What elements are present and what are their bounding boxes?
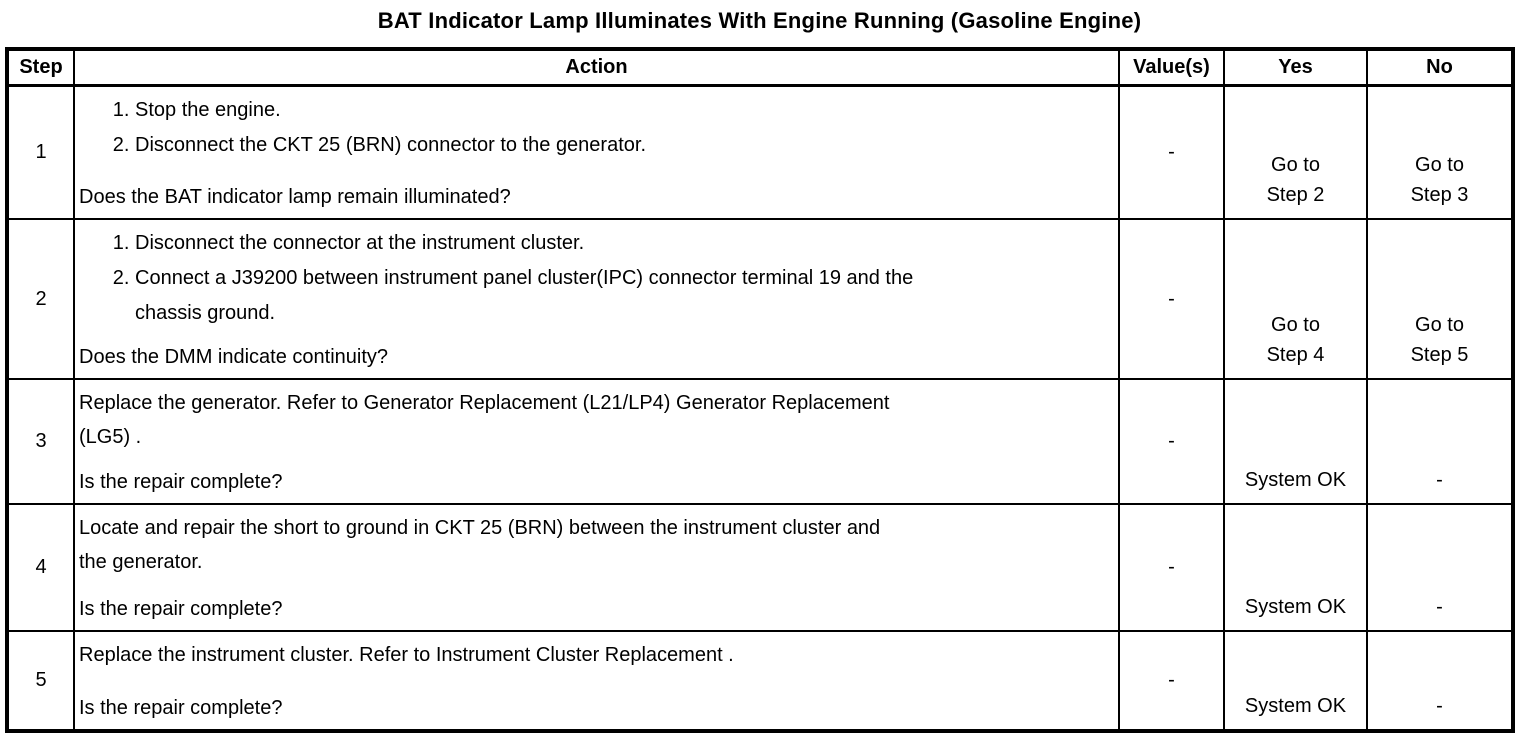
- diagnostic-table: Step Action Value(s) Yes No 1 Stop the e…: [5, 47, 1515, 733]
- step-number: 3: [6, 378, 75, 505]
- table-row-step-2: 2 Disconnect the connector at the instru…: [6, 218, 1514, 380]
- header-row: Step Action Value(s) Yes No: [6, 48, 1514, 87]
- no-cell: -: [1366, 503, 1514, 632]
- action-question: Does the BAT indicator lamp remain illum…: [79, 186, 511, 208]
- col-header-yes: Yes: [1223, 48, 1368, 87]
- action-cell: Replace the generator. Refer to Generato…: [73, 378, 1120, 505]
- yes-cell: System OK: [1223, 378, 1368, 505]
- action-list: Disconnect the connector at the instrume…: [79, 226, 1108, 331]
- table-row-step-3: 3 Replace the generator. Refer to Genera…: [6, 378, 1514, 505]
- action-item: Stop the engine.: [135, 93, 1108, 128]
- col-header-no: No: [1366, 48, 1514, 87]
- action-cell: Stop the engine. Disconnect the CKT 25 (…: [73, 84, 1120, 220]
- action-text: Replace the instrument cluster. Refer to…: [79, 644, 734, 666]
- col-header-step: Step: [6, 48, 75, 87]
- step-number: 2: [6, 218, 75, 380]
- value-cell: -: [1118, 218, 1225, 380]
- yes-cell: System OK: [1223, 630, 1368, 732]
- action-cell: Disconnect the connector at the instrume…: [73, 218, 1120, 380]
- yes-cell: System OK: [1223, 503, 1368, 632]
- action-content: Disconnect the connector at the instrume…: [75, 220, 1118, 378]
- action-item: Connect a J39200 between instrument pane…: [135, 261, 1108, 331]
- value-cell: -: [1118, 378, 1225, 505]
- page-title: BAT Indicator Lamp Illuminates With Engi…: [377, 8, 1142, 33]
- action-cell: Locate and repair the short to ground in…: [73, 503, 1120, 632]
- yes-cell: Go to Step 4: [1223, 218, 1368, 380]
- no-cell: -: [1366, 378, 1514, 505]
- action-cell: Replace the instrument cluster. Refer to…: [73, 630, 1120, 732]
- action-question: Is the repair complete?: [79, 471, 283, 493]
- value-cell: -: [1118, 630, 1225, 732]
- action-content: Replace the instrument cluster. Refer to…: [75, 632, 1118, 729]
- no-cell: Go to Step 5: [1366, 218, 1514, 380]
- table-row-step-5: 5 Replace the instrument cluster. Refer …: [6, 630, 1514, 732]
- action-text: Replace the generator. Refer to Generato…: [79, 392, 890, 448]
- no-cell: Go to Step 3: [1366, 84, 1514, 220]
- action-question: Does the DMM indicate continuity?: [79, 346, 389, 368]
- action-text: Locate and repair the short to ground in…: [79, 517, 881, 573]
- action-content: Replace the generator. Refer to Generato…: [75, 380, 1118, 503]
- action-content: Locate and repair the short to ground in…: [75, 505, 1118, 630]
- table-row-step-4: 4 Locate and repair the short to ground …: [6, 503, 1514, 632]
- action-content: Stop the engine. Disconnect the CKT 25 (…: [75, 87, 1118, 218]
- value-cell: -: [1118, 84, 1225, 220]
- action-list: Stop the engine. Disconnect the CKT 25 (…: [79, 93, 1108, 163]
- action-question: Is the repair complete?: [79, 598, 283, 620]
- step-number: 5: [6, 630, 75, 732]
- step-number: 4: [6, 503, 75, 632]
- action-item: Disconnect the CKT 25 (BRN) connector to…: [135, 128, 1108, 163]
- action-item: Disconnect the connector at the instrume…: [135, 226, 1108, 261]
- no-cell: -: [1366, 630, 1514, 732]
- col-header-values: Value(s): [1118, 48, 1225, 87]
- table-row-step-1: 1 Stop the engine. Disconnect the CKT 25…: [6, 84, 1514, 220]
- value-cell: -: [1118, 503, 1225, 632]
- col-header-action: Action: [73, 48, 1120, 87]
- yes-cell: Go to Step 2: [1223, 84, 1368, 220]
- step-number: 1: [6, 84, 75, 220]
- action-question: Is the repair complete?: [79, 697, 283, 719]
